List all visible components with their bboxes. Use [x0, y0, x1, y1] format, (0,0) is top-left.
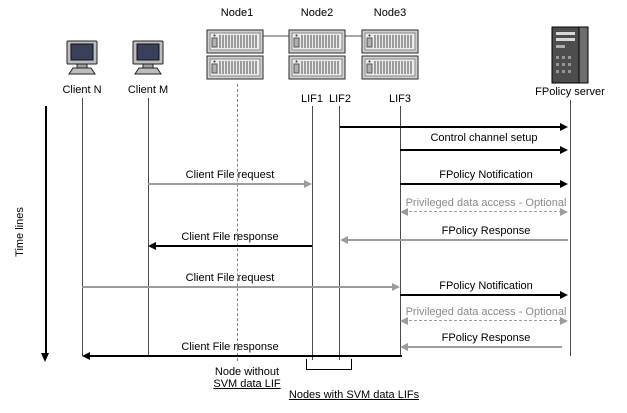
fpolicy-notification-2-arrowhead [560, 291, 568, 299]
time-axis-arrowhead-down [41, 353, 49, 362]
fpolicy-response-1-arrow [346, 239, 568, 241]
msg-privileged-data-access-1: Privileged data access - Optional [405, 197, 567, 209]
privileged-data-access-1-line [404, 211, 562, 212]
lif3-label: LIF3 [388, 93, 412, 105]
msg-client-file-request-2: Client File request [185, 272, 275, 284]
note-nodes-with-svm-data-lifs: Nodes with SVM data LIFs [288, 389, 420, 401]
node1-label: Node1 [220, 7, 254, 19]
fpolicy-response-2-arrow [406, 346, 562, 348]
msg-client-file-response-2: Client File response [181, 341, 279, 353]
client-n-monitor-icon [62, 40, 102, 80]
client-m-lifeline [148, 98, 149, 356]
client-file-response-2-arrow [88, 355, 402, 357]
fpolicy-notification-1-arrowhead [560, 180, 568, 188]
svm-data-lifs-bracket [306, 359, 352, 370]
control-channel-arrowhead-upper [560, 123, 568, 131]
note-node-without-line1: Node without [214, 366, 280, 378]
node3-disk-shelf-icon [361, 29, 419, 81]
client-file-response-1-arrow [154, 245, 312, 247]
msg-client-file-response-1: Client File response [181, 231, 279, 243]
lif1-label: LIF1 [300, 93, 324, 105]
msg-fpolicy-response-2: FPolicy Response [441, 332, 531, 344]
node3-label: Node3 [373, 7, 407, 19]
msg-privileged-data-access-2: Privileged data access - Optional [405, 306, 567, 318]
msg-client-file-request-1: Client File request [185, 169, 275, 181]
node1-disk-shelf-icon [206, 29, 264, 81]
client-file-response-1-arrowhead [148, 242, 156, 250]
privileged-data-access-2-arrowhead-left [400, 317, 408, 325]
fpolicy-notification-2-arrow [400, 294, 562, 296]
lif2-label: LIF2 [328, 93, 352, 105]
client-file-request-2-arrow [82, 286, 394, 288]
msg-fpolicy-response-1: FPolicy Response [441, 225, 531, 237]
privileged-data-access-2-line [404, 320, 562, 321]
note-node-without-line2: SVM data LIF [213, 378, 281, 390]
client-m-monitor-icon [128, 40, 168, 80]
msg-control-channel-setup: Control channel setup [430, 132, 538, 144]
control-channel-arrowhead-lower [560, 146, 568, 154]
fpolicy-notification-1-arrow [400, 183, 562, 185]
fpolicy-response-1-arrowhead [340, 236, 348, 244]
control-channel-arrow-upper [340, 126, 562, 128]
privileged-data-access-1-arrowhead-left [400, 208, 408, 216]
lif2-lifeline [339, 106, 340, 360]
fpolicy-server-tower-icon [551, 26, 589, 84]
msg-fpolicy-notification-1: FPolicy Notification [439, 169, 533, 181]
client-n-lifeline [82, 98, 83, 356]
lif3-lifeline [400, 106, 401, 356]
fpolicy-response-2-arrowhead [400, 343, 408, 351]
client-file-request-1-arrowhead [304, 180, 312, 188]
client-file-request-1-arrow [148, 183, 306, 185]
fpolicy-server-label: FPolicy server [535, 86, 605, 98]
fpolicy-server-lifeline [570, 100, 571, 356]
node2-label: Node2 [300, 7, 334, 19]
privileged-data-access-1-arrowhead-right [560, 208, 568, 216]
client-m-label: Client M [127, 84, 169, 96]
client-n-label: Client N [62, 84, 102, 96]
node2-disk-shelf-icon [288, 29, 346, 81]
msg-fpolicy-notification-2: FPolicy Notification [439, 280, 533, 292]
client-file-request-2-arrowhead [392, 283, 400, 291]
control-channel-arrow-lower [400, 149, 562, 151]
client-file-response-2-arrowhead [82, 352, 90, 360]
lif1-lifeline [312, 106, 313, 360]
note-node-without-svm-data-lif: Node without SVM data LIF [213, 366, 280, 390]
time-axis-line [45, 106, 47, 354]
time-axis-label: Time lines [14, 207, 26, 257]
privileged-data-access-2-arrowhead-right [560, 317, 568, 325]
node1-lifeline-dashed [237, 84, 238, 361]
